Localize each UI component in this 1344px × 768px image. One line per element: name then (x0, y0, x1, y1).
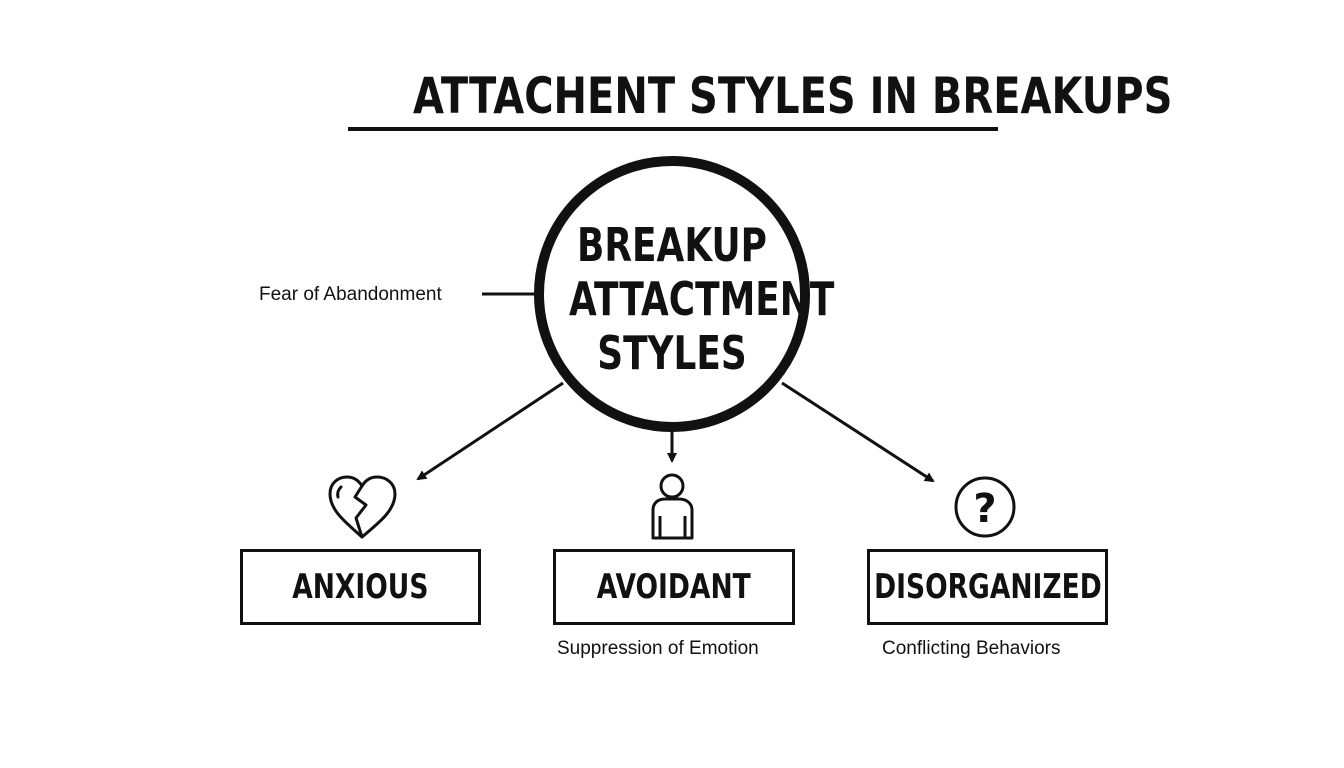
center-label-line-1: BREAKUP (577, 218, 767, 272)
box-disorganized-label: DISORGANIZED (873, 567, 1102, 607)
broken-heart-icon (328, 475, 397, 539)
center-label-line-2: ATTACTMENT (569, 272, 835, 326)
box-avoidant-label: AVOIDANT (596, 567, 752, 607)
svg-text:?: ? (973, 486, 996, 532)
box-anxious-label: ANXIOUS (292, 567, 429, 607)
center-circle (534, 156, 810, 432)
caption-disorganized: Conflicting Behaviors (882, 638, 1061, 659)
question-mark-icon: ? (954, 476, 1016, 538)
center-label-line-3: STYLES (597, 326, 747, 380)
arrow-to-disorganized (781, 381, 935, 483)
arrow-to-anxious (416, 381, 564, 481)
box-anxious: ANXIOUS (240, 549, 481, 625)
caption-avoidant: Suppression of Emotion (557, 638, 759, 659)
person-icon (651, 473, 694, 540)
box-avoidant: AVOIDANT (553, 549, 795, 625)
title-underline (348, 127, 998, 131)
center-label: BREAKUP ATTACTMENT STYLES (540, 218, 835, 380)
box-disorganized: DISORGANIZED (867, 549, 1108, 625)
side-label-fear-of-abandonment: Fear of Abandonment (259, 284, 442, 305)
